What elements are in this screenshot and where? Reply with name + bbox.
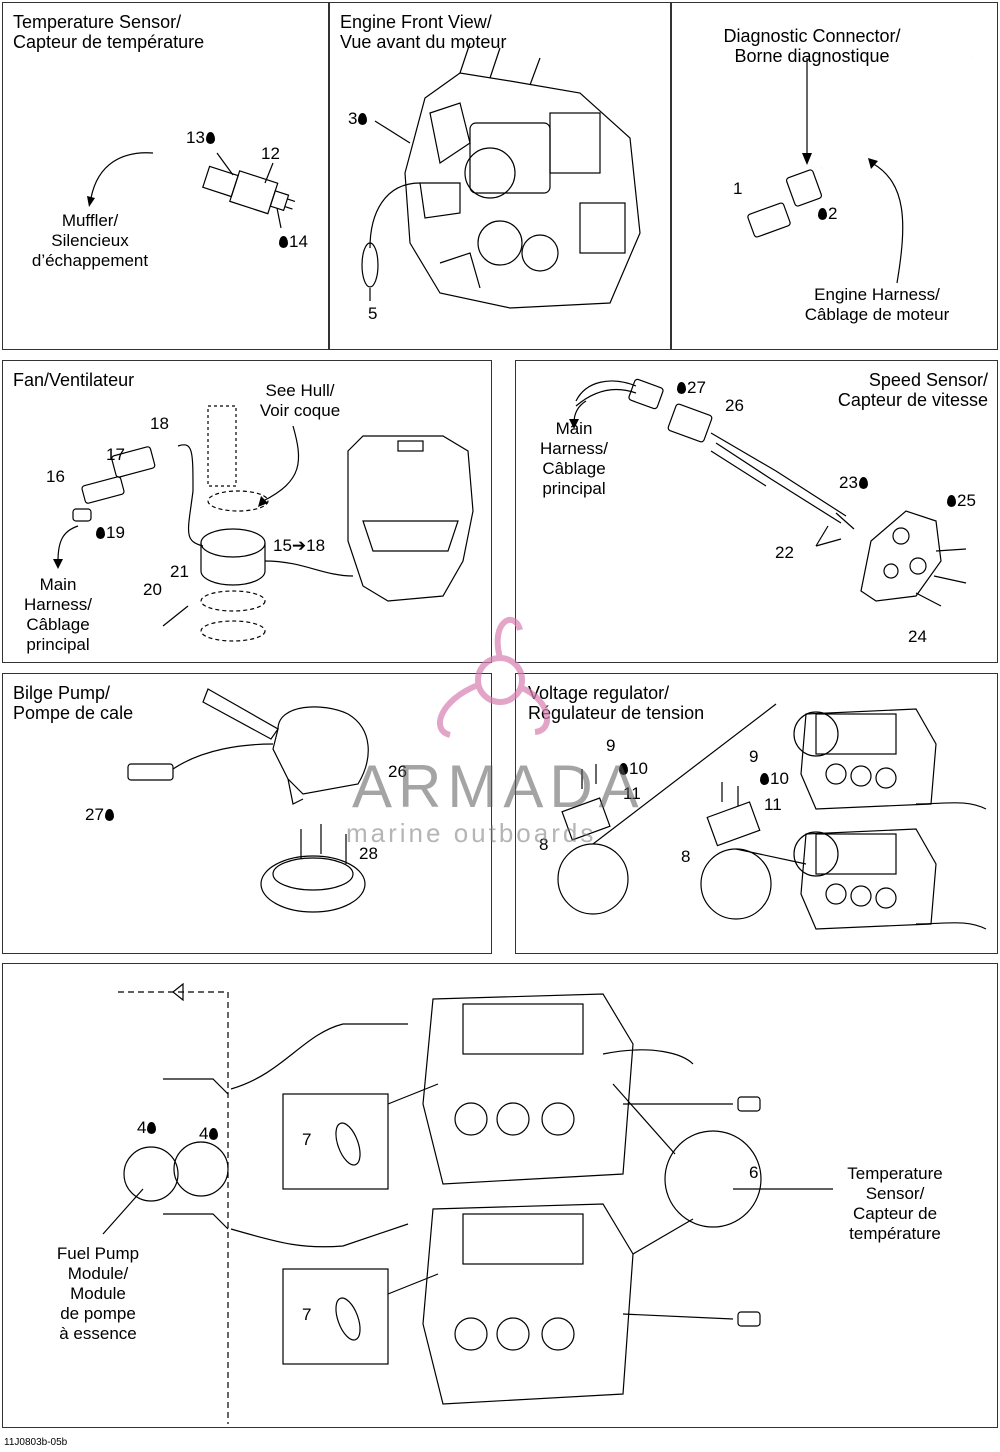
- sealant-drop-icon: [858, 477, 868, 489]
- main-harness-label: Main Harness/ Câblage principal: [23, 575, 93, 654]
- callout-14: 14: [278, 233, 308, 251]
- callout-7-bottom: 7: [302, 1305, 312, 1324]
- callout-4-left: 4: [137, 1119, 157, 1137]
- panel-diagnostic-connector: Diagnostic Connector/ Borne diagnostique…: [671, 2, 998, 350]
- panel-title: Fan/Ventilateur: [13, 370, 135, 390]
- callout-8: 8: [539, 835, 549, 854]
- panel-title: Bilge Pump/ Pompe de cale: [13, 683, 134, 723]
- sealant-drop-icon: [279, 236, 288, 248]
- sealant-drop-icon: [147, 1122, 157, 1134]
- panel-temperature-sensor: Temperature Sensor/ Capteur de températu…: [2, 2, 329, 350]
- callout-27: 27: [676, 379, 706, 397]
- fuel-pump-engines-drawing: [102, 982, 833, 1424]
- figure-code: 11J0803b-05b: [4, 1437, 68, 1448]
- watermark-name: ARMADA: [352, 753, 645, 820]
- panel-title: Engine Front View/ Vue avant du moteur: [340, 12, 507, 52]
- callout-11: 11: [764, 795, 782, 814]
- muffler-label: Muffler/ Silencieux d’échappement: [31, 211, 149, 270]
- callout-7-top: 7: [302, 1130, 312, 1149]
- sealant-drop-icon: [818, 208, 827, 220]
- watermark-subtitle: marine outboards: [346, 818, 597, 848]
- callout-21: 21: [170, 562, 189, 581]
- sealant-drop-icon: [947, 495, 956, 507]
- temperature-sensor-label: Temperature Sensor/ Capteur de températu…: [847, 1164, 943, 1243]
- sealant-drop-icon: [619, 763, 628, 775]
- panel-fan: Fan/Ventilateur See Hull/ Voir coque 18 …: [2, 360, 492, 663]
- panel-engine-front-view: Engine Front View/ Vue avant du moteur 3…: [329, 2, 671, 350]
- panel-title: Diagnostic Connector/ Borne diagnostique: [723, 26, 901, 66]
- panel-title: Voltage regulator/ Régulateur de tension: [528, 683, 705, 723]
- see-hull-label: See Hull/ Voir coque: [259, 381, 341, 420]
- callout-17: 17: [106, 445, 125, 464]
- panel-title: Speed Sensor/ Capteur de vitesse: [837, 370, 988, 410]
- callout-3: 3: [348, 110, 368, 128]
- panel-speed-sensor: Speed Sensor/ Capteur de vitesse 27 26 M…: [515, 360, 998, 663]
- callout-10: 10: [618, 760, 648, 778]
- callout-26: 26: [388, 762, 407, 781]
- sealant-drop-icon: [96, 527, 105, 539]
- callout-12: 12: [261, 144, 280, 163]
- sealant-drop-icon: [677, 382, 686, 394]
- callout-8: 8: [681, 847, 691, 866]
- callout-24: 24: [908, 627, 927, 646]
- callout-9: 9: [749, 747, 759, 766]
- callout-13: 13: [186, 129, 216, 147]
- callout-28: 28: [359, 844, 378, 863]
- callout-1: 1: [733, 179, 743, 198]
- fuel-pump-module-label: Fuel Pump Module/ Module de pompe à esse…: [56, 1244, 140, 1343]
- engine-harness-label: Engine Harness/ Câblage de moteur: [804, 285, 950, 324]
- panel-fuel-pump-engines: 4 4 Fuel Pump Module/ Module de pompe à …: [2, 963, 998, 1428]
- sealant-drop-icon: [760, 773, 769, 785]
- callout-19: 19: [95, 524, 125, 542]
- callout-15-18: 15➔18: [273, 536, 326, 555]
- callout-20: 20: [143, 580, 162, 599]
- fan-drawing: [53, 405, 474, 642]
- temperature-sensor-drawing: [87, 152, 296, 229]
- sealant-drop-icon: [205, 132, 215, 144]
- callout-2: 2: [817, 205, 837, 223]
- callout-5: 5: [368, 304, 378, 323]
- panel-title: Temperature Sensor/ Capteur de températu…: [13, 12, 205, 52]
- panel-voltage-regulator: Voltage regulator/ Régulateur de tension…: [515, 673, 998, 954]
- callout-10: 10: [759, 770, 789, 788]
- sealant-drop-icon: [209, 1128, 219, 1140]
- callout-6: 6: [749, 1163, 759, 1182]
- sealant-drop-icon: [358, 113, 368, 125]
- sealant-drop-icon: [104, 809, 114, 821]
- callout-11: 11: [623, 784, 641, 803]
- voltage-regulator-drawing: [557, 703, 987, 930]
- callout-27: 27: [85, 806, 115, 824]
- panel-bilge-pump: Bilge Pump/ Pompe de cale 26 27 28: [2, 673, 492, 954]
- bilge-pump-drawing: [127, 688, 369, 913]
- diagnostic-connector-drawing: [747, 54, 973, 284]
- callout-16: 16: [46, 467, 65, 486]
- callout-18: 18: [150, 414, 169, 433]
- callout-26: 26: [725, 396, 744, 415]
- speed-sensor-drawing: [569, 378, 967, 607]
- callout-22: 22: [775, 543, 794, 562]
- callout-9: 9: [606, 736, 616, 755]
- main-harness-label: Main Harness/ Câblage principal: [539, 419, 609, 498]
- callout-4-right: 4: [199, 1125, 219, 1143]
- engine-front-drawing: [361, 42, 641, 309]
- callout-23: 23: [839, 474, 869, 492]
- callout-25: 25: [946, 492, 976, 510]
